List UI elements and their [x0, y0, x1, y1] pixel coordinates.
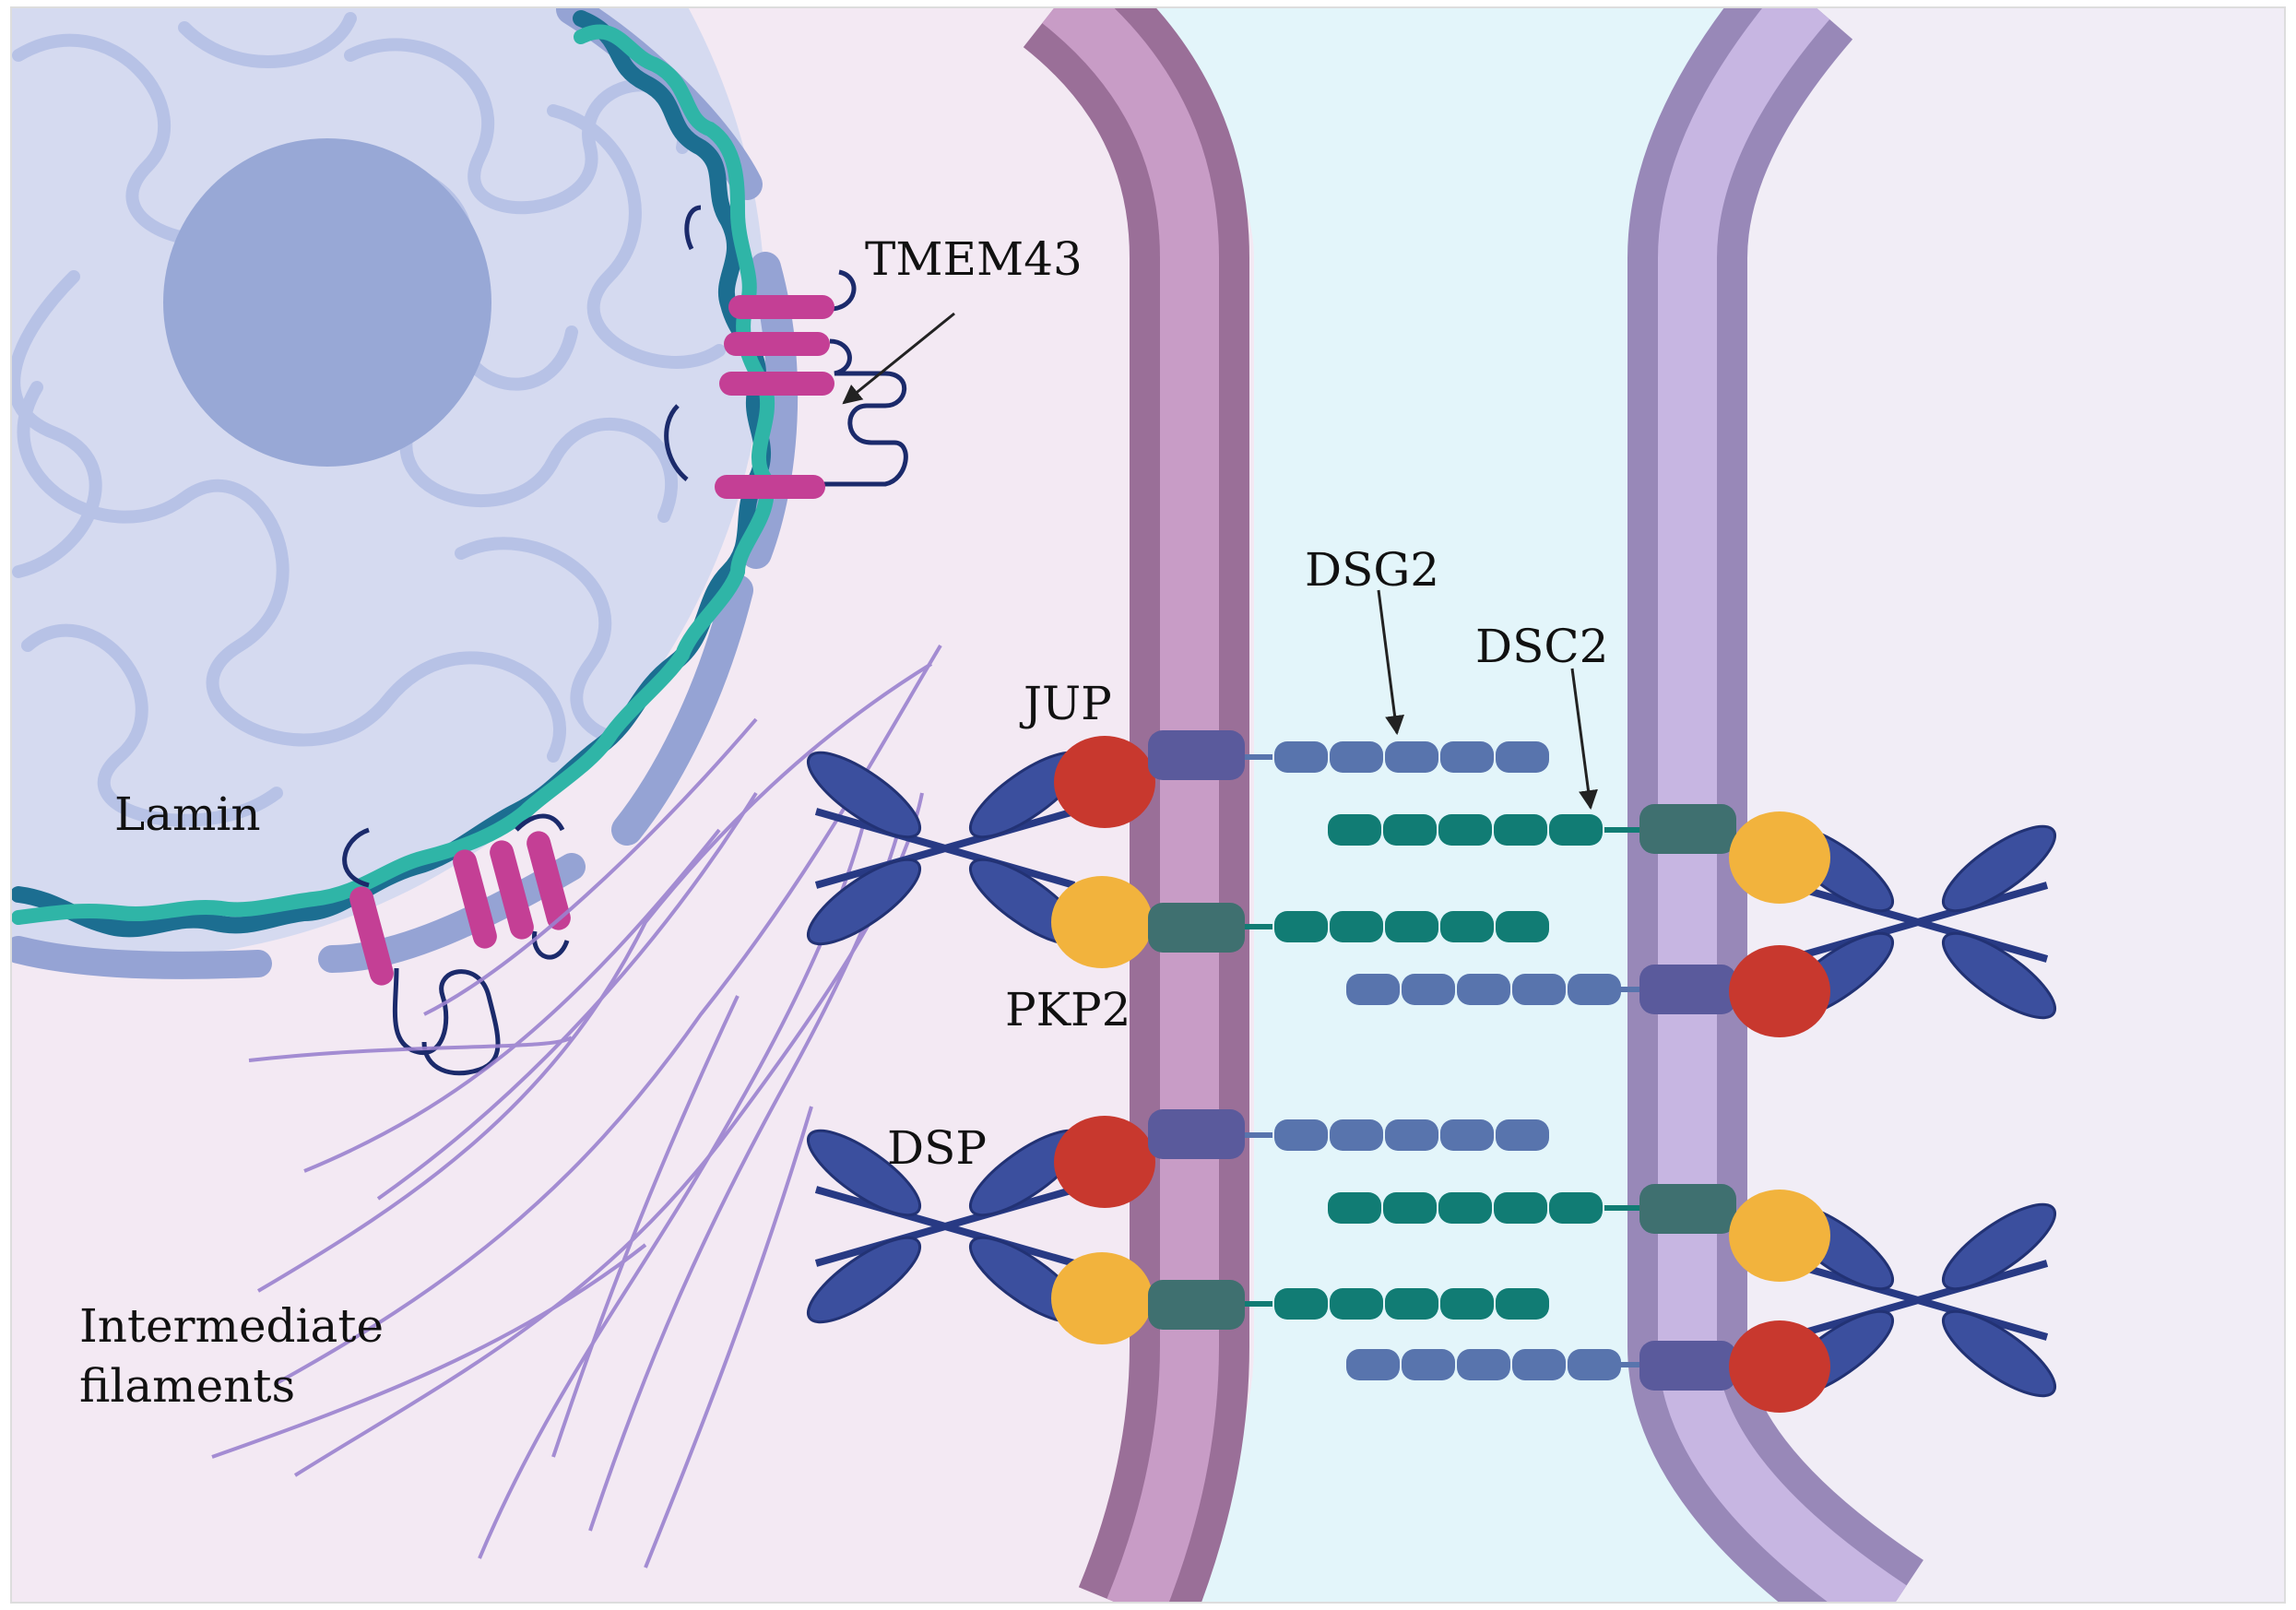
- dsc2-arrow: [1570, 668, 1598, 811]
- dsc2-left-2: [1274, 1288, 1549, 1320]
- right-cytoplasm: [1734, 7, 2285, 1603]
- left-junction-bottom: [1051, 1109, 1549, 1344]
- label-dsc2: DSC2: [1475, 620, 1608, 673]
- dsg2-arrow: [1377, 589, 1404, 736]
- nucleolus: [163, 138, 491, 467]
- dsg2-right-2: [1346, 1349, 1621, 1380]
- label-intermediate-filaments-line1: Intermediate: [79, 1299, 384, 1353]
- dsc2-right-1: [1328, 814, 1603, 846]
- left-junction-top: [1051, 730, 1549, 968]
- right-junction-bottom: [1328, 1184, 1830, 1413]
- tmem43-arrow: [842, 312, 955, 405]
- pkp2-left-1: [1051, 876, 1153, 968]
- label-lamin: Lamin: [114, 787, 261, 841]
- jup-left-1: [1054, 736, 1155, 828]
- label-jup: JUP: [1019, 677, 1112, 730]
- label-dsg2: DSG2: [1305, 543, 1439, 597]
- jup-right-2: [1729, 1320, 1830, 1413]
- tmem43-upper: [664, 205, 908, 499]
- dsg2-right-1: [1346, 974, 1621, 1005]
- lamin-helix: [11, 10, 775, 938]
- tmem43-lower: [342, 813, 571, 1076]
- nucleus: [11, 7, 765, 959]
- jup-right-1: [1729, 945, 1830, 1037]
- dsg2-left-2: [1274, 1119, 1549, 1151]
- dsg2-left-1: [1274, 741, 1549, 773]
- label-intermediate-filaments-line2: filaments: [79, 1359, 295, 1413]
- pkp2-left-2: [1051, 1252, 1153, 1344]
- jup-left-2: [1054, 1116, 1155, 1208]
- dsc2-right-2: [1328, 1192, 1603, 1224]
- label-dsp: DSP: [887, 1121, 987, 1175]
- pkp2-right-2: [1729, 1190, 1830, 1282]
- left-cell-membrane-inner: [1042, 7, 1219, 1603]
- frame-border: [10, 6, 2286, 1604]
- dsc2-left-1: [1274, 911, 1549, 942]
- label-pkp2: PKP2: [1005, 983, 1130, 1036]
- label-tmem43: TMEM43: [865, 232, 1083, 286]
- pkp2-right-1: [1729, 811, 1830, 904]
- right-junction-top: [1328, 804, 1830, 1037]
